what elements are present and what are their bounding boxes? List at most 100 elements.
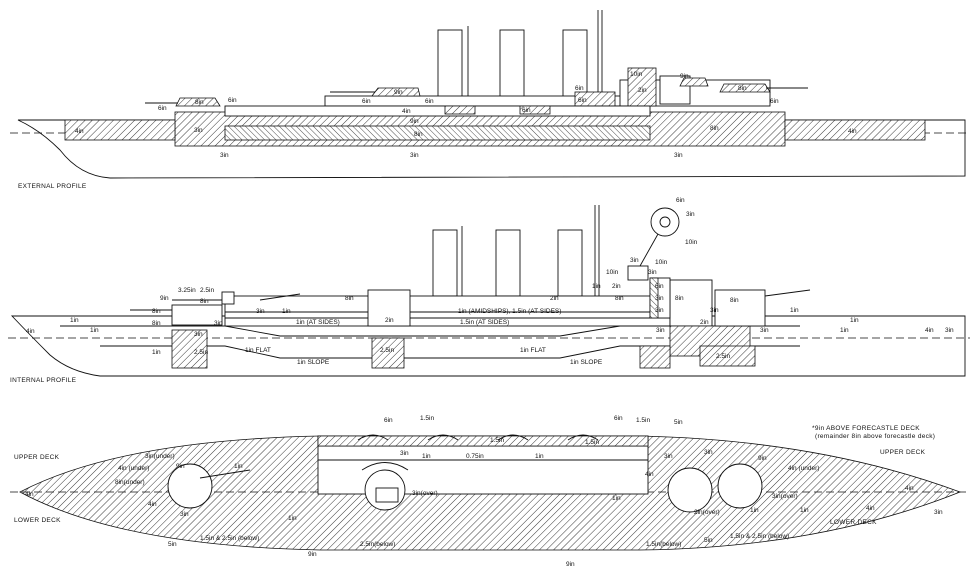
armour-label: 3in xyxy=(945,327,954,334)
armour-label: 1in xyxy=(800,507,809,514)
armour-label: 6in xyxy=(384,417,393,424)
armour-label: 10in xyxy=(630,71,643,78)
internal-profile-labels: 9in 3.25in 2.5in 8in 8in 4in 1in 1in 8in… xyxy=(26,197,954,366)
armour-label: 5in xyxy=(674,419,683,426)
lower-deck-label-left: LOWER DECK xyxy=(14,517,61,524)
internal-profile xyxy=(8,205,970,377)
armour-label: 5in xyxy=(168,541,177,548)
lower-deck-label-right: LOWER DECK xyxy=(830,519,877,526)
armour-label: 10in xyxy=(606,269,619,276)
armour-label: 2.5in(below) xyxy=(360,541,395,548)
armour-label: 6in xyxy=(158,105,167,112)
armour-label: 6in xyxy=(228,97,237,104)
armour-label: 6in xyxy=(362,98,371,105)
armour-label: 1in xyxy=(840,327,849,334)
armour-label: 3in xyxy=(710,307,719,314)
armour-label: 1in xyxy=(152,349,161,356)
armour-label: 2in xyxy=(385,317,394,324)
armour-label: 6in xyxy=(676,197,685,204)
armour-label: 3in xyxy=(656,327,665,334)
armour-label: 1in SLOPE xyxy=(570,359,603,366)
internal-profile-caption: INTERNAL PROFILE xyxy=(10,377,77,384)
armour-label: 2in xyxy=(612,283,621,290)
armour-label: 6in xyxy=(655,283,664,290)
upper-deck-label-left: UPPER DECK xyxy=(14,454,60,461)
armour-label: 2.5in xyxy=(200,287,214,294)
armour-label: 2.5in xyxy=(194,349,208,356)
armour-label: 1.5in xyxy=(585,439,599,446)
external-profile xyxy=(10,10,970,179)
armour-label: 8in xyxy=(738,85,747,92)
armour-label: 3in xyxy=(194,331,203,338)
armour-label: 8in xyxy=(345,295,354,302)
armour-label: 4in xyxy=(645,471,654,478)
armour-label: 9in xyxy=(394,89,403,96)
armour-label: 6in xyxy=(770,98,779,105)
director-top xyxy=(650,207,680,237)
armour-label: 4in xyxy=(148,501,157,508)
armour-label: 8in xyxy=(615,295,624,302)
armour-label: 3in xyxy=(400,450,409,457)
armour-label: 8in xyxy=(730,297,739,304)
external-hull xyxy=(17,119,966,179)
funnel-3 xyxy=(562,29,588,103)
armour-label: 1in xyxy=(790,307,799,314)
armour-label: 3in xyxy=(256,308,265,315)
armour-label: 10in xyxy=(685,239,698,246)
armour-label: 4in (under) xyxy=(788,465,819,472)
armour-label: 2in(over) xyxy=(694,509,720,516)
armour-label: 3in xyxy=(686,211,695,218)
armour-label: 1in xyxy=(234,463,243,470)
armour-label: 3in xyxy=(220,152,229,159)
armour-label: 1.5in xyxy=(420,415,434,422)
armour-label: 8in xyxy=(414,131,423,138)
armour-label: 4in xyxy=(402,108,411,115)
armour-label: 8in xyxy=(152,320,161,327)
armour-label: 1in xyxy=(850,317,859,324)
armour-label: 1in xyxy=(288,515,297,522)
armour-label: 3in xyxy=(664,453,673,460)
armour-label: 1.5in (AT SIDES) xyxy=(460,319,509,326)
armour-label: 8in xyxy=(675,295,684,302)
armour-label: 8in(under) xyxy=(115,479,145,486)
armour-label: 1.5in & 2.5in (below) xyxy=(200,535,259,542)
armour-label: 3in xyxy=(410,152,419,159)
armour-label: 1in FLAT xyxy=(245,347,271,354)
armour-label: 1in xyxy=(750,507,759,514)
armour-label: 3in(over) xyxy=(412,490,438,497)
armour-label: 1.5in xyxy=(490,437,504,444)
armour-label: 1in xyxy=(592,283,601,290)
armour-label: 1in (AT SIDES) xyxy=(296,319,340,326)
armour-label: 3in xyxy=(934,509,943,516)
armour-label: 9in xyxy=(308,551,317,558)
armour-label: 6in xyxy=(425,98,434,105)
armour-label: 3in xyxy=(648,269,657,276)
fwd-barbette xyxy=(167,463,213,509)
external-profile-labels: 4in 8in 9in 6in 6in 9in 6in 6in 3in 3in … xyxy=(75,71,857,159)
armour-label: 6in xyxy=(575,85,584,92)
armour-label: 6in xyxy=(578,97,587,104)
armour-label: 4in xyxy=(848,128,857,135)
armour-label: 3in xyxy=(180,511,189,518)
armour-label: 2in xyxy=(638,87,647,94)
armour-label: 2.5in xyxy=(716,353,730,360)
armour-label: 1in FLAT xyxy=(520,347,546,354)
armour-label: 6in xyxy=(614,415,623,422)
external-profile-caption: EXTERNAL PROFILE xyxy=(18,183,87,190)
armour-label: 1in xyxy=(282,308,291,315)
armour-label: 8in xyxy=(195,99,204,106)
armour-label: 0.75in xyxy=(466,453,484,460)
armour-label: 3in xyxy=(674,152,683,159)
armour-note-line2: (remainder 8in above forecastle deck) xyxy=(815,433,935,440)
armour-label: 3in xyxy=(214,320,223,327)
armour-label: 1.5in xyxy=(636,417,650,424)
aft-barbette-1 xyxy=(667,467,713,513)
armour-label: 8in xyxy=(200,298,209,305)
armour-note-line1: *9in ABOVE FORECASTLE DECK xyxy=(812,425,920,432)
armour-label: 8in xyxy=(152,308,161,315)
armour-label: 1in xyxy=(535,453,544,460)
armour-label: 1in xyxy=(70,317,79,324)
armour-label: 4in xyxy=(905,485,914,492)
armour-label: 4in xyxy=(925,327,934,334)
